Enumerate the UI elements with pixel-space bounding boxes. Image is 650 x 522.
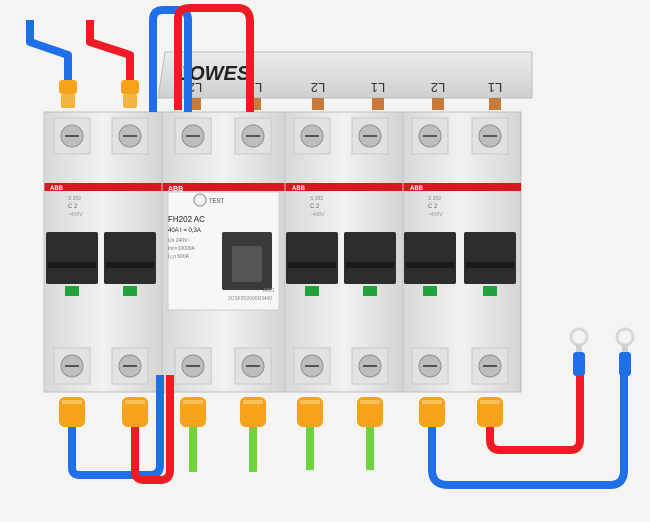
breaker-spec-2: C 2 bbox=[310, 204, 320, 210]
breaker-spec-3: ~400V bbox=[428, 212, 443, 218]
rcd-spec-2: Inc=10000A bbox=[168, 246, 195, 252]
neutral-wire-out bbox=[428, 375, 628, 489]
live-wire-in bbox=[86, 20, 134, 80]
neutral-loop-top bbox=[149, 6, 192, 112]
breaker-spec-1: S 202 bbox=[68, 196, 81, 202]
breaker-spec-2: C 2 bbox=[428, 204, 438, 210]
abb-stripe bbox=[162, 183, 285, 191]
breaker-pole bbox=[104, 117, 156, 385]
live-wire-out bbox=[486, 375, 584, 454]
breaker-pole bbox=[46, 117, 98, 385]
breaker-spec-1: S 202 bbox=[428, 196, 441, 202]
ring-terminal-neutral bbox=[615, 327, 635, 376]
wire-ferrule bbox=[297, 397, 323, 427]
breaker-spec-2: C 2 bbox=[68, 204, 78, 210]
status-indicator bbox=[483, 286, 497, 296]
busbar-label: L1 bbox=[488, 80, 502, 95]
busbar-pin bbox=[432, 98, 444, 110]
abb-stripe bbox=[44, 183, 162, 191]
breaker-spec-1: S 202 bbox=[310, 196, 323, 202]
rcd-code-2: 2CSF202006R3400 bbox=[228, 296, 272, 302]
busbar-pin bbox=[372, 98, 384, 110]
breaker-pole bbox=[404, 117, 456, 385]
rcd-rating: 40A I = 0,3A bbox=[168, 228, 201, 234]
busbar-brand: JOWES bbox=[178, 63, 251, 85]
rcd-code-1: A001 bbox=[263, 288, 275, 294]
breaker-pole bbox=[464, 117, 516, 385]
wire-ferrule bbox=[477, 397, 503, 427]
breaker-toggle-handle[interactable] bbox=[404, 232, 456, 284]
wire-ferrule bbox=[419, 397, 445, 427]
wires bbox=[26, 3, 635, 489]
wire-ferrule bbox=[59, 80, 77, 108]
breaker-toggle-handle[interactable] bbox=[104, 232, 156, 284]
wire-ferrule bbox=[122, 397, 148, 427]
abb-stripe bbox=[285, 183, 403, 191]
status-indicator bbox=[305, 286, 319, 296]
rcd-module bbox=[161, 111, 286, 393]
neutral-wire-in bbox=[26, 20, 72, 80]
rcd-test-label: TEST bbox=[209, 199, 225, 205]
test-button-icon bbox=[193, 193, 207, 207]
breaker-brand: ABB bbox=[292, 186, 306, 192]
busbar-label: L2 bbox=[431, 80, 445, 95]
breaker-pole bbox=[286, 117, 338, 385]
status-indicator bbox=[363, 286, 377, 296]
status-indicator bbox=[423, 286, 437, 296]
breaker-toggle-handle[interactable] bbox=[344, 232, 396, 284]
breaker-toggle-handle[interactable] bbox=[46, 232, 98, 284]
busbar-pin bbox=[489, 98, 501, 110]
live-loop-bottom bbox=[131, 375, 174, 484]
breaker-pole bbox=[344, 117, 396, 385]
busbar-pin bbox=[312, 98, 324, 110]
live-loop-top bbox=[174, 3, 254, 112]
wire-ferrule bbox=[240, 397, 266, 427]
ring-terminal-live bbox=[569, 327, 589, 376]
breaker-brand: ABB bbox=[410, 186, 424, 192]
breaker-toggle-handle[interactable] bbox=[464, 232, 516, 284]
rcd-pole bbox=[174, 117, 212, 385]
rcd-model: FH202 AC bbox=[168, 215, 205, 224]
breaker-toggle-handle[interactable] bbox=[286, 232, 338, 284]
rcd-brand: ABB bbox=[168, 186, 183, 193]
busbar-label: L1 bbox=[371, 80, 385, 95]
rcd-spec-1: Un 240V~ bbox=[168, 238, 190, 244]
rcd-spec-3: I△n 500A bbox=[168, 254, 190, 260]
status-indicator bbox=[65, 286, 79, 296]
wire-ferrule bbox=[357, 397, 383, 427]
wire-ferrule bbox=[59, 397, 85, 427]
busbar-label: L2 bbox=[311, 80, 325, 95]
neutral-loop-bottom bbox=[68, 375, 164, 479]
abb-stripe bbox=[403, 183, 521, 191]
rcd-labels: ABB TEST FH202 AC 40A I = 0,3A Un 240V~ … bbox=[168, 186, 275, 302]
breaker-brand: ABB bbox=[50, 186, 64, 192]
wire-ferrule bbox=[180, 397, 206, 427]
status-indicator bbox=[123, 286, 137, 296]
breaker-spec-3: ~400V bbox=[310, 212, 325, 218]
wire-ferrule bbox=[121, 80, 139, 108]
breaker-spec-3: ~400V bbox=[68, 212, 83, 218]
rcd-pole bbox=[234, 117, 272, 385]
